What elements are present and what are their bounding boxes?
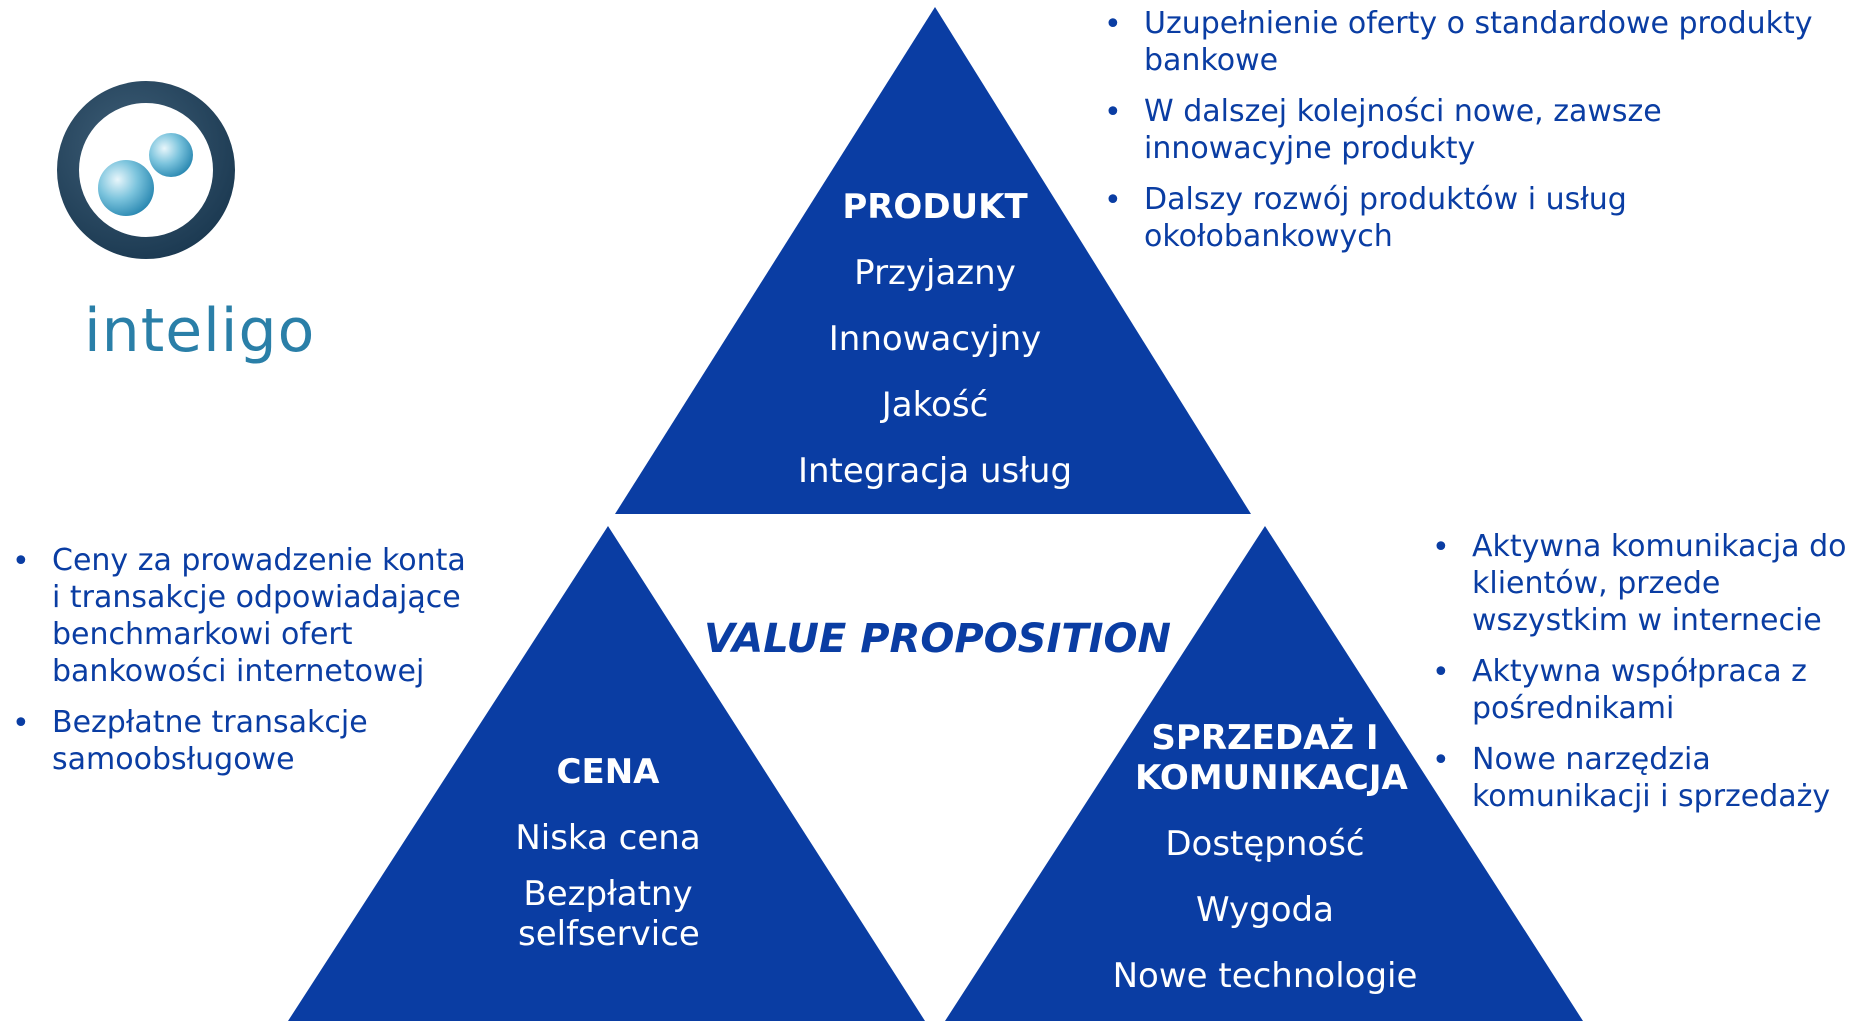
- list-item: • Aktywna współpraca z pośrednikami: [1430, 653, 1850, 727]
- list-item: • Bezpłatne transakcje samoobsługowe: [10, 704, 480, 778]
- bullet-text: W dalszej kolejności nowe, zawsze innowa…: [1144, 94, 1662, 166]
- bullet-icon: •: [1104, 7, 1122, 42]
- bullet-icon: •: [1432, 743, 1450, 778]
- bullet-text: Bezpłatne transakcje samoobsługowe: [52, 705, 368, 777]
- bullet-icon: •: [1104, 95, 1122, 130]
- bullet-icon: •: [12, 706, 30, 741]
- list-item: • W dalszej kolejności nowe, zawsze innow…: [1102, 93, 1842, 167]
- product-label-group: PRODUKT Przyjazny Innowacyjny Jakość Int…: [785, 187, 1085, 491]
- sales-bullets: • Aktywna komunikacja do klientów, przede…: [1430, 528, 1850, 829]
- price-item: Niska cena: [515, 818, 701, 858]
- bullet-text: Aktywna komunikacja do klientów, przede …: [1472, 529, 1847, 638]
- sales-label-group: SPRZEDAŻ I KOMUNIKACJA Dostępność Wygoda…: [1105, 718, 1425, 996]
- product-bullets: • Uzupełnienie oferty o standardowe produ…: [1102, 5, 1842, 269]
- inteligo-logo-mark-icon: [57, 81, 235, 259]
- sales-item: Nowe technologie: [1112, 956, 1418, 996]
- bullet-icon: •: [1432, 530, 1450, 565]
- list-item: • Nowe narzędzia komunikacji i sprzedaży: [1430, 741, 1850, 815]
- bullet-text: Dalszy rozwój produktów i usług okołoban…: [1144, 182, 1627, 254]
- triangle-product: [615, 7, 1251, 514]
- price-item: Bezpłatny selfservice: [518, 874, 700, 954]
- list-item: • Aktywna komunikacja do klientów, przede…: [1430, 528, 1850, 639]
- product-heading: PRODUKT: [842, 187, 1028, 227]
- triangle-price: [288, 526, 925, 1021]
- logo-wordmark: inteligo: [84, 296, 316, 366]
- product-item: Innowacyjny: [828, 319, 1042, 359]
- product-item: Integracja usług: [797, 451, 1073, 491]
- value-proposition-title: VALUE PROPOSITION: [704, 616, 1172, 662]
- price-heading: CENA: [556, 752, 660, 792]
- list-item: • Dalszy rozwój produktów i usług okołoba…: [1102, 181, 1842, 255]
- sales-item: Dostępność: [1165, 824, 1365, 864]
- price-label-group: CENA Niska cena Bezpłatny selfservice: [498, 752, 718, 954]
- bullet-text: Uzupełnienie oferty o standardowe produk…: [1144, 6, 1813, 78]
- bullet-text: Ceny za prowadzenie konta i transakcje o…: [52, 543, 466, 689]
- price-bullets: • Ceny za prowadzenie konta i transakcje …: [10, 542, 480, 792]
- sales-item: Wygoda: [1196, 890, 1334, 930]
- list-item: • Uzupełnienie oferty o standardowe produ…: [1102, 5, 1842, 79]
- list-item: • Ceny za prowadzenie konta i transakcje …: [10, 542, 480, 690]
- product-item: Przyjazny: [854, 253, 1016, 293]
- product-item: Jakość: [881, 385, 989, 425]
- bullet-text: Aktywna współpraca z pośrednikami: [1472, 654, 1807, 726]
- bullet-icon: •: [1432, 655, 1450, 690]
- bullet-text: Nowe narzędzia komunikacji i sprzedaży: [1472, 742, 1831, 814]
- bullet-icon: •: [1104, 183, 1122, 218]
- inteligo-logo: inteligo: [36, 60, 314, 366]
- triangle-sales-communication: [945, 526, 1583, 1021]
- bullet-icon: •: [12, 544, 30, 579]
- sales-heading: SPRZEDAŻ I KOMUNIKACJA: [1135, 718, 1408, 798]
